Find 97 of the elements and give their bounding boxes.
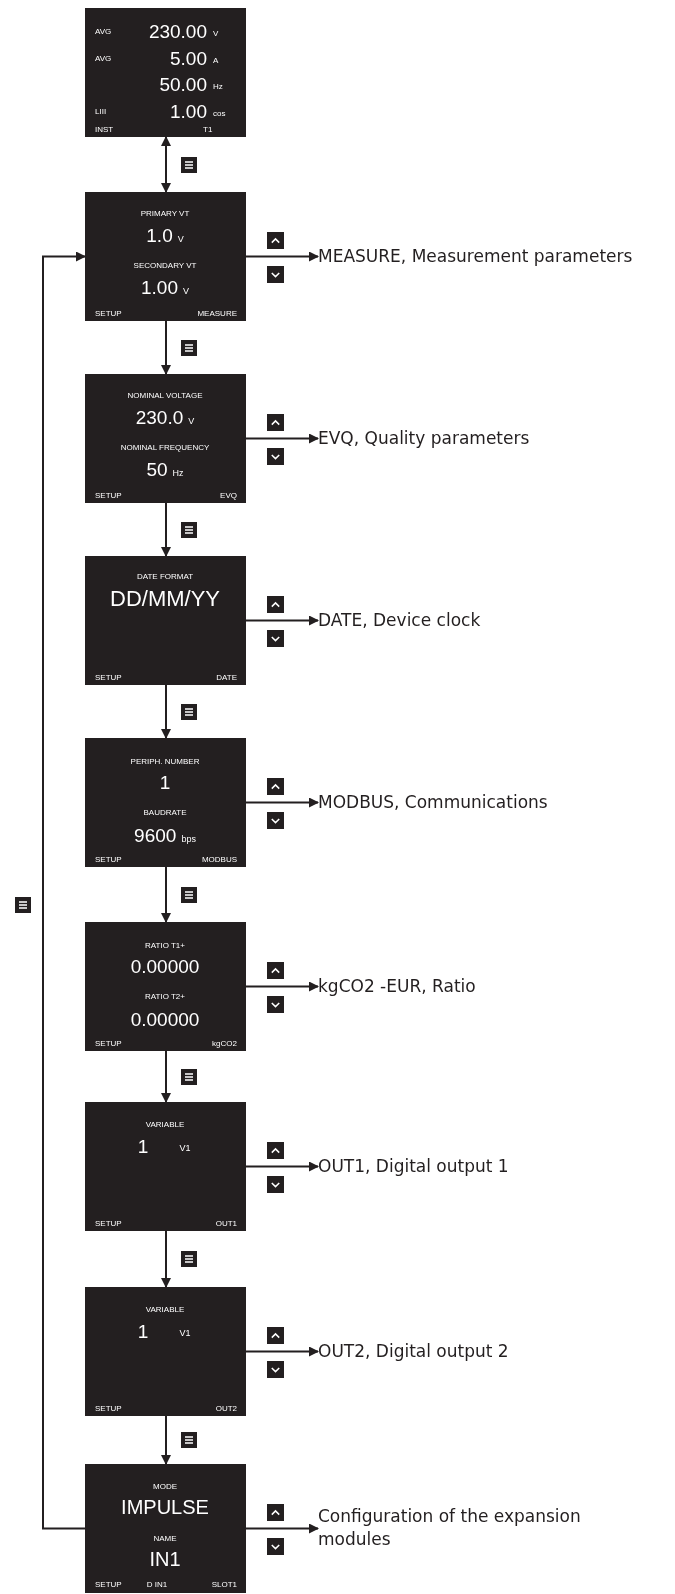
display-value: 1 <box>137 1136 149 1156</box>
display-label: NAME <box>153 1534 177 1543</box>
display-label: SETUP <box>95 855 122 864</box>
display-screen <box>85 556 246 685</box>
display-screen <box>85 1102 246 1231</box>
display-label: MEASURE <box>197 309 237 318</box>
menu-description: DATE, Device clock <box>318 608 481 632</box>
unit-label: V <box>177 234 184 244</box>
display-label: SETUP <box>95 1039 122 1048</box>
display-value: 230.00 <box>148 21 207 41</box>
menu-description: Configuration of the expansion modules <box>318 1505 638 1551</box>
display-label: OUT2 <box>215 1404 237 1413</box>
display-value: IN1 <box>149 1549 181 1569</box>
display-value: 1 <box>159 772 171 792</box>
display-label: DATE FORMAT <box>136 572 194 581</box>
display-label: PERIPH. NUMBER <box>130 757 200 766</box>
display-label: MODE <box>153 1482 177 1491</box>
arrow <box>161 1415 171 1465</box>
display-value: IMPULSE <box>121 1497 209 1517</box>
menu-description: kgCO2 -EUR, Ratio <box>318 974 476 998</box>
display-value: 230.0 <box>135 407 184 427</box>
arrow <box>245 1346 319 1357</box>
arrow <box>161 136 171 193</box>
display-screen <box>85 192 246 321</box>
display-label: SETUP <box>95 491 122 500</box>
display-value: 5.00 <box>170 48 207 68</box>
unit-label: bps <box>181 834 196 844</box>
display-label: PRIMARY VT <box>140 209 190 218</box>
menu-description: EVQ, Quality parameters <box>318 426 530 450</box>
display-label: VARIABLE <box>145 1305 185 1314</box>
display-value: 9600 <box>134 825 177 845</box>
display-label: SECONDARY VT <box>133 261 197 270</box>
display-label: SLOT1 <box>211 1580 237 1589</box>
display-label: LIII <box>95 107 107 116</box>
display-value: 0.00000 <box>130 956 200 976</box>
display-label: Hz <box>213 82 223 91</box>
display-label: SETUP <box>95 1219 122 1228</box>
display-label: SETUP <box>95 673 122 682</box>
display-screen <box>85 1287 246 1416</box>
display-label: V <box>213 29 219 38</box>
unit-label: Hz <box>172 468 184 478</box>
menu-description: OUT1, Digital output 1 <box>318 1154 509 1178</box>
display-screen <box>85 1464 246 1593</box>
display-value: 50.00 <box>159 74 207 94</box>
display-label: VARIABLE <box>145 1120 185 1129</box>
unit-label: V <box>183 286 189 296</box>
display-label: SETUP <box>95 1580 122 1589</box>
arrow <box>161 320 171 375</box>
display-value: 1.00 <box>170 101 207 121</box>
menu-description: MEASURE, Measurement parameters <box>318 244 633 268</box>
display-screen <box>85 922 246 1051</box>
menu-description: MODBUS, Communications <box>318 790 548 814</box>
unit-label: V <box>188 416 195 426</box>
arrow <box>42 251 86 1530</box>
display-label: INST <box>95 125 114 134</box>
display-label: BAUDRATE <box>143 808 187 817</box>
display-value: 1.0 <box>146 225 173 245</box>
arrow <box>245 615 319 626</box>
display-label: AVG <box>95 27 112 36</box>
display-label: A <box>213 56 219 65</box>
display-label: MODBUS <box>201 855 237 864</box>
display-value: 50 <box>146 459 168 479</box>
display-label: DATE <box>216 673 237 682</box>
arrow <box>245 251 319 262</box>
menu-description: OUT2, Digital output 2 <box>318 1339 509 1363</box>
display-label: EVQ <box>220 491 237 500</box>
display-value: 1.00 <box>141 277 178 297</box>
display-screen <box>85 374 246 503</box>
display-label: T1 <box>203 125 213 134</box>
display-label: RATIO T1+ <box>145 941 185 950</box>
display-label: NOMINAL FREQUENCY <box>120 443 210 452</box>
display-label: kgCO2 <box>212 1039 237 1048</box>
display-label: OUT1 <box>215 1219 237 1228</box>
arrow <box>161 502 171 557</box>
display-label: cos <box>213 109 226 118</box>
display-label: D IN1 <box>146 1580 168 1589</box>
display-label: AVG <box>95 54 112 63</box>
display-screen <box>85 8 246 137</box>
arrow <box>245 981 319 992</box>
display-label: NOMINAL VOLTAGE <box>127 391 203 400</box>
display-value: 1 <box>137 1321 149 1341</box>
display-value: DD/MM/YY <box>110 587 220 610</box>
display-label: RATIO T2+ <box>145 992 185 1001</box>
unit-label: V1 <box>179 1144 191 1154</box>
unit-label: V1 <box>179 1329 191 1339</box>
arrow <box>161 1050 171 1103</box>
arrow <box>245 433 319 444</box>
arrow <box>245 1523 319 1534</box>
arrow <box>161 684 171 739</box>
arrow <box>161 866 171 923</box>
display-label: SETUP <box>95 309 122 318</box>
arrow <box>245 1161 319 1172</box>
display-value: 0.00000 <box>130 1009 200 1029</box>
arrow <box>245 797 319 808</box>
display-label: SETUP <box>95 1404 122 1413</box>
arrow <box>161 1230 171 1288</box>
display-screen <box>85 738 246 867</box>
